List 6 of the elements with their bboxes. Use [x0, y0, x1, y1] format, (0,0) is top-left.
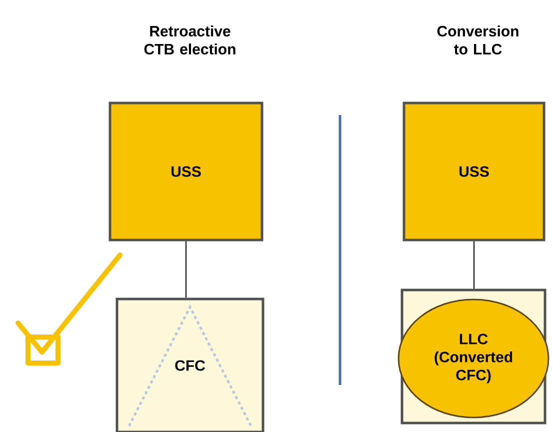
- column-heading: Retroactive CTB election: [144, 26, 236, 54]
- box: USS: [402, 102, 546, 242]
- oval: LLC (Converted CFC): [398, 298, 550, 418]
- column-heading: Conversion to LLC: [437, 26, 518, 54]
- box-with-dots: CFC: [116, 298, 264, 432]
- box: USS: [108, 102, 264, 242]
